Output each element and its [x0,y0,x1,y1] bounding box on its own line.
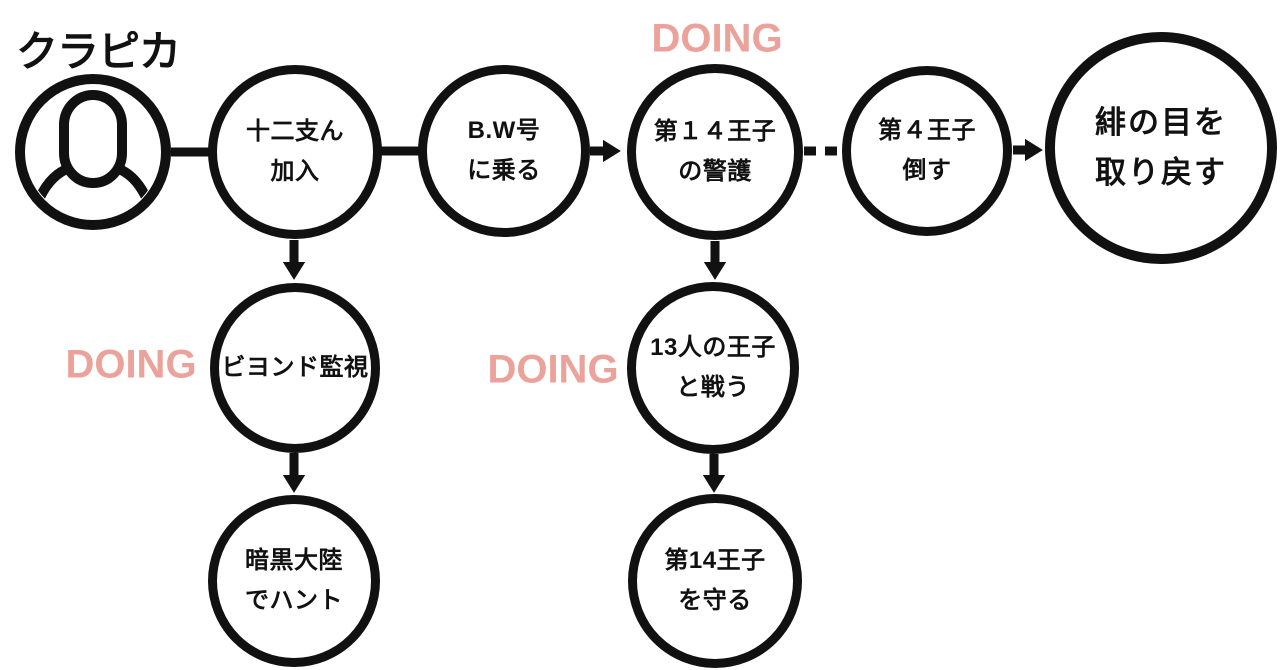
node-defeat-4th-prince-line1: 第４王子 [878,117,976,145]
node-defeat-4th-prince-line2: 倒す [902,157,952,184]
page-title: クラピカ [16,28,181,75]
node-board-bw-ship-line2: に乗る [467,157,541,184]
node-join-zodiacs: 十二支ん 加入 [208,65,382,239]
node-join-zodiacs-line2: 加入 [270,158,320,185]
node-defeat-4th-prince: 第４王子 倒す [842,66,1012,236]
status-label-doing-beyond: DOING [65,342,197,387]
status-label-doing-guard: DOING [651,16,783,61]
node-fight-13-princes-line2: と戦う [676,374,750,401]
status-label-doing-fight13: DOING [487,347,619,392]
node-protect-14th-prince-line2: を守る [678,587,752,614]
node-hunt-dark-continent: 暗黒大陸 でハント [208,495,380,667]
node-board-bw-ship-line1: B.W号 [467,117,541,145]
node-protect-14th-prince: 第14王子 を守る [628,494,802,668]
kurapika-avatar [15,74,171,230]
node-hunt-dark-continent-line1: 暗黒大陸 [245,547,343,575]
node-guard-14th-prince-line2: の警護 [678,158,752,185]
node-fight-13-princes: 13人の王子 と戦う [627,282,799,454]
node-join-zodiacs-line1: 十二支ん [246,118,344,146]
node-guard-14th-prince: 第１４王子 の警護 [627,64,803,240]
node-guard-14th-prince-line1: 第１４王子 [653,118,777,146]
node-watch-beyond: ビヨンド監視 [210,283,380,453]
node-reclaim-scarlet-eyes: 緋の目を 取り戻す [1045,32,1277,264]
node-watch-beyond-line1: ビヨンド監視 [221,354,369,382]
node-reclaim-scarlet-eyes-line2: 取り戻す [1095,155,1227,190]
node-protect-14th-prince-line1: 第14王子 [664,547,766,575]
node-board-bw-ship: B.W号 に乗る [418,65,590,237]
person-icon [15,74,171,230]
node-fight-13-princes-line1: 13人の王子 [650,334,776,362]
node-hunt-dark-continent-line2: でハント [245,587,343,614]
node-reclaim-scarlet-eyes-line1: 緋の目を [1095,105,1227,141]
